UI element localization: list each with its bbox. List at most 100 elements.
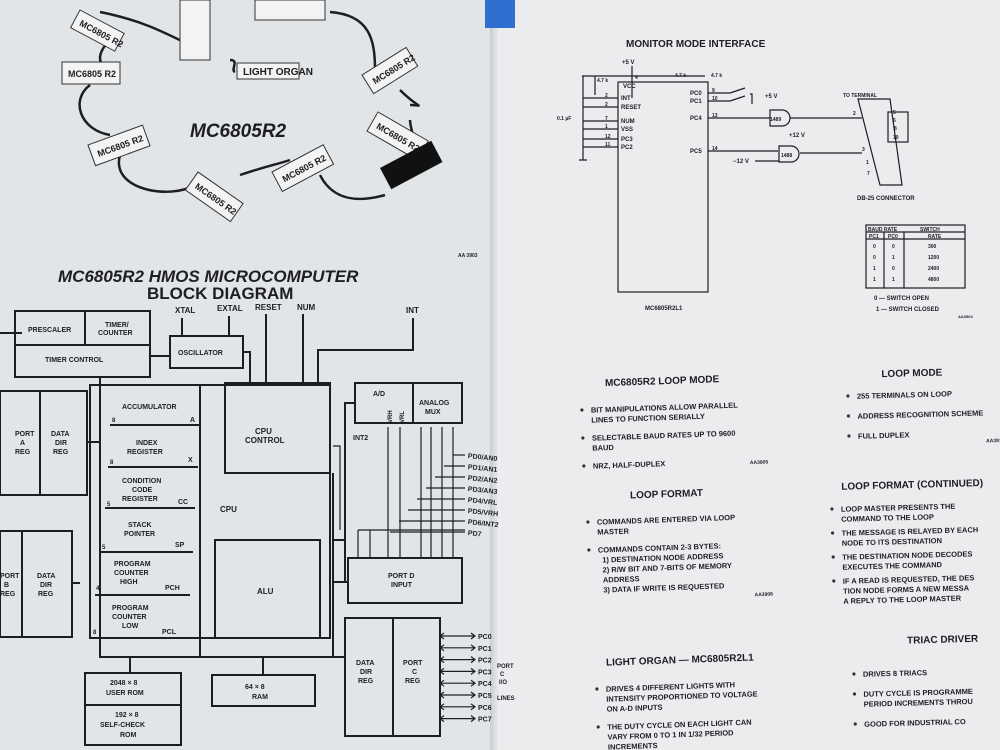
slide-bullet-text: EXECUTES THE COMMAND (842, 560, 942, 572)
cpu-block (89, 384, 331, 639)
register-stack-pointer: STACK POINTER 5 SP (102, 522, 185, 551)
self-check-rom-label: ROM (120, 732, 137, 739)
pin-number: 2 (605, 93, 608, 99)
svg-text:4: 4 (96, 586, 100, 592)
block-diagram-subtitle: BLOCK DIAGRAM (147, 284, 293, 303)
pc-line-arrow (439, 679, 476, 687)
data-dir-label: DATA (37, 573, 55, 580)
driver-label: 1488 (781, 153, 792, 159)
black-chip (380, 140, 443, 190)
timer-counter-label: TIMER/ (105, 322, 129, 329)
svg-text:INDEX: INDEX (136, 440, 158, 447)
svg-text:CONDITION: CONDITION (122, 478, 161, 485)
alu-block (214, 539, 321, 639)
slide-bullet-text: PERIOD INCREMENTS THROU (864, 697, 973, 709)
self-check-rom-label: 192 × 8 (115, 712, 139, 719)
baud-cell: 300 (928, 244, 937, 250)
bullet-icon (846, 414, 851, 418)
figure-code: AA391 (986, 438, 1000, 444)
ram-label: RAM (252, 694, 268, 701)
pin-number: 7 (605, 116, 608, 122)
bullet-icon (582, 464, 586, 468)
svg-text:STACK: STACK (128, 522, 152, 529)
port-b-block (0, 530, 73, 638)
analog-mux-label: ANALOG (419, 400, 450, 407)
slide-bullet-text: DRIVES 8 TRIACS (863, 668, 927, 679)
slide-bullet-text: A REPLY TO THE LOOP MASTER (843, 594, 962, 606)
xtal-label: XTAL (175, 306, 195, 315)
bullet-icon (830, 531, 835, 535)
bullet-icon (852, 672, 856, 676)
block-diagram-title: MC6805R2 HMOS MICROCOMPUTER (58, 267, 359, 286)
svg-text:3: 3 (862, 147, 865, 153)
slide-bullet-text: TION NODE FORMS A NEW MESSA (843, 583, 970, 595)
slide-bullet-text: LOOP MASTER PRESENTS THE (841, 502, 956, 514)
svg-text:5: 5 (102, 545, 106, 551)
pc-label: PC5 (478, 693, 492, 700)
baud-cell: 1 (892, 277, 895, 283)
ad-mux-block (354, 382, 463, 424)
resistor-label: 4.7 k (711, 73, 722, 79)
bullet-icon (831, 555, 835, 559)
vrl-label: VRL (400, 411, 406, 423)
slide-bullet-text: LINES TO FUNCTION SERIALLY (591, 412, 705, 425)
svg-text:X: X (188, 457, 193, 464)
bullet-icon (586, 520, 590, 524)
register-condition-code: CONDITION CODE REGISTER 5 CC (107, 478, 188, 508)
pc-label: PC2 (478, 658, 492, 665)
rom-block (84, 672, 182, 746)
port-c-label: C (412, 669, 417, 676)
timer-control-label: TIMER CONTROL (45, 357, 104, 364)
pc-line-arrow (439, 703, 476, 711)
slide-loop-format-cont: LOOP FORMAT (CONTINUED)LOOP MASTER PRESE… (830, 478, 983, 606)
chip-label: MC6805 R2 (68, 69, 116, 79)
svg-text:COUNTER: COUNTER (112, 614, 147, 621)
reset-label: RESET (255, 303, 282, 312)
receiver-label: 1489 (770, 117, 781, 123)
light-organ-label: LIGHT ORGAN (243, 67, 313, 78)
svg-text:POINTER: POINTER (124, 531, 155, 538)
cpu-label: CPU (220, 505, 237, 514)
svg-text:6: 6 (893, 118, 896, 124)
slide-bullet-text: BAUD (592, 443, 615, 453)
data-dir-label: REG (38, 591, 54, 598)
supply-label: +5 V (765, 94, 778, 100)
slide-bullet-text: COMMAND TO THE LOOP (841, 512, 934, 523)
pc-line-arrow (439, 644, 476, 652)
pc-line-arrow (439, 632, 476, 640)
port-a-label: REG (15, 449, 31, 456)
robot-figure (179, 0, 211, 61)
pin-label: VSS (621, 127, 633, 133)
slide-bullet-text: 255 TERMINALS ON LOOP (857, 389, 952, 400)
baud-cell: 0 (873, 255, 876, 261)
svg-text:7: 7 (867, 171, 870, 177)
slide-bullet-text: ON A-D INPUTS (606, 703, 662, 714)
oscillator-label: OSCILLATOR (178, 350, 223, 357)
figure-code: AA3905 (750, 460, 769, 467)
pin-label: VCC (623, 84, 636, 90)
baud-cell: 0 (873, 244, 876, 250)
vrh-label: VRH (388, 410, 394, 423)
register-pc-low: PROGRAM COUNTER LOW 8 PCL (93, 605, 177, 636)
baud-cell: 0 (892, 244, 895, 250)
svg-text:RATE: RATE (928, 234, 942, 240)
port-c-io-label: C (500, 672, 505, 678)
pin-number: 2 (605, 102, 608, 108)
svg-text:BAUD RATE: BAUD RATE (868, 227, 898, 233)
slide-bullet-text: THE MESSAGE IS RELAYED BY EACH (841, 525, 978, 538)
port-a-block (0, 390, 88, 496)
bullet-icon (832, 579, 836, 583)
mc6805r2l1-chip (617, 81, 709, 293)
svg-text:PC0: PC0 (888, 234, 898, 240)
pd-label: PD6/INT2 (467, 519, 498, 529)
connector-label: DB-25 CONNECTOR (857, 196, 915, 202)
pd-label: PD2/AN2 (467, 475, 497, 485)
slide-title: TRIAC DRIVER (907, 634, 979, 647)
svg-text:REGISTER: REGISTER (122, 496, 158, 503)
slide-bullet-text: 3) DATA IF WRITE IS REQUESTED (603, 581, 725, 594)
port-c-label: REG (405, 678, 421, 685)
